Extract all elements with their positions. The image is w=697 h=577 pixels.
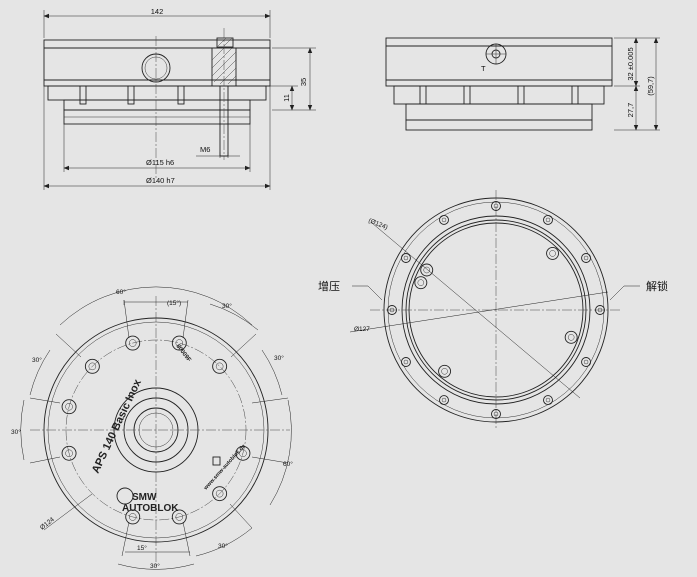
- side-body-outline: [385, 37, 613, 87]
- mounting-hole: [125, 509, 141, 525]
- lock-icon: [212, 456, 221, 466]
- dim-dia-140: Ø140 h7: [146, 176, 175, 185]
- inner-screw: [414, 276, 428, 290]
- bottom-holes: [387, 201, 605, 419]
- rim-hole: [581, 253, 592, 263]
- mounting-hole: [84, 358, 100, 374]
- rim-hole: [439, 395, 449, 406]
- angle-30-right: 30°: [274, 354, 284, 362]
- inner-screw: [420, 263, 434, 277]
- label-pressurize: 增压: [318, 279, 340, 293]
- side-view: T 32 ±0.005 27,7 (59,7): [385, 37, 660, 131]
- angle-30-far-left: 30°: [11, 428, 21, 436]
- rim-hole: [400, 253, 411, 263]
- dim-step-11: 11: [282, 94, 291, 102]
- angle-60-right: 60°: [283, 460, 293, 468]
- angle-15-top: (15°): [167, 299, 181, 307]
- dim-bottom-dia-124: (Ø124): [367, 217, 388, 231]
- thread-label-m6: M6: [200, 145, 210, 154]
- top-view: 60° (15°) 30° 30° 30° 30° 60° 15° 30° 30…: [11, 286, 293, 570]
- mounting-hole: [125, 335, 141, 351]
- rim-hole: [439, 214, 449, 225]
- mounting-hole: [235, 445, 251, 461]
- angle-30-top-right: 30°: [222, 302, 232, 310]
- smw-logo: SMW AUTOBLOK: [116, 487, 179, 514]
- dim-side-27-7: 27,7: [626, 103, 635, 118]
- rim-hole: [387, 305, 397, 315]
- website-engraving: www.smw-autoblok.de: [202, 443, 247, 492]
- mounting-hole: [61, 399, 77, 415]
- mounting-hole: [171, 509, 187, 525]
- label-unlock: 解锁: [646, 279, 668, 293]
- dim-side-32: 32 ±0.005: [626, 47, 635, 80]
- dim-top-dia-124: Ø124: [39, 516, 56, 532]
- dim-dia-115: Ø115 h6: [146, 158, 174, 167]
- rim-hole: [543, 395, 553, 406]
- angle-30-bottom-right: 30°: [218, 542, 228, 550]
- angle-30-left: 30°: [32, 356, 42, 364]
- port-t-label: T: [481, 64, 486, 73]
- angle-60-top: 60°: [116, 288, 126, 296]
- mounting-hole: [171, 335, 187, 351]
- rim-hole: [595, 305, 605, 315]
- mounting-hole: [61, 445, 77, 461]
- dim-bottom-dia-127: Ø127: [354, 326, 370, 333]
- product-name-engraving: APS 140 Basic Inox: [90, 377, 144, 475]
- mounting-hole: [212, 358, 228, 374]
- dim-overall-width: 142: [151, 7, 164, 16]
- mounting-hole: [212, 486, 228, 502]
- inner-screw: [546, 246, 560, 260]
- svg-text:SMW: SMW: [132, 492, 157, 503]
- mounting-holes: [61, 335, 251, 525]
- inner-screw: [438, 364, 452, 378]
- rim-hole: [581, 357, 592, 367]
- svg-text:AUTOBLOK: AUTOBLOK: [122, 503, 179, 514]
- inner-screw: [564, 330, 578, 344]
- rim-hole: [491, 201, 501, 211]
- dim-height-35: 35: [299, 78, 308, 86]
- bottom-view: (Ø124) Ø127 增压 解锁: [318, 190, 668, 430]
- rim-hole: [491, 409, 501, 419]
- dim-side-59-7: (59,7): [646, 76, 655, 96]
- angle-30-bottom: 30°: [150, 562, 160, 570]
- rim-hole: [543, 214, 553, 225]
- rim-hole: [400, 357, 411, 367]
- angle-15-bottom: 15°: [137, 544, 147, 552]
- front-section-view: 142 35 11 M6 Ø115 h6 Ø140 h7: [43, 7, 316, 190]
